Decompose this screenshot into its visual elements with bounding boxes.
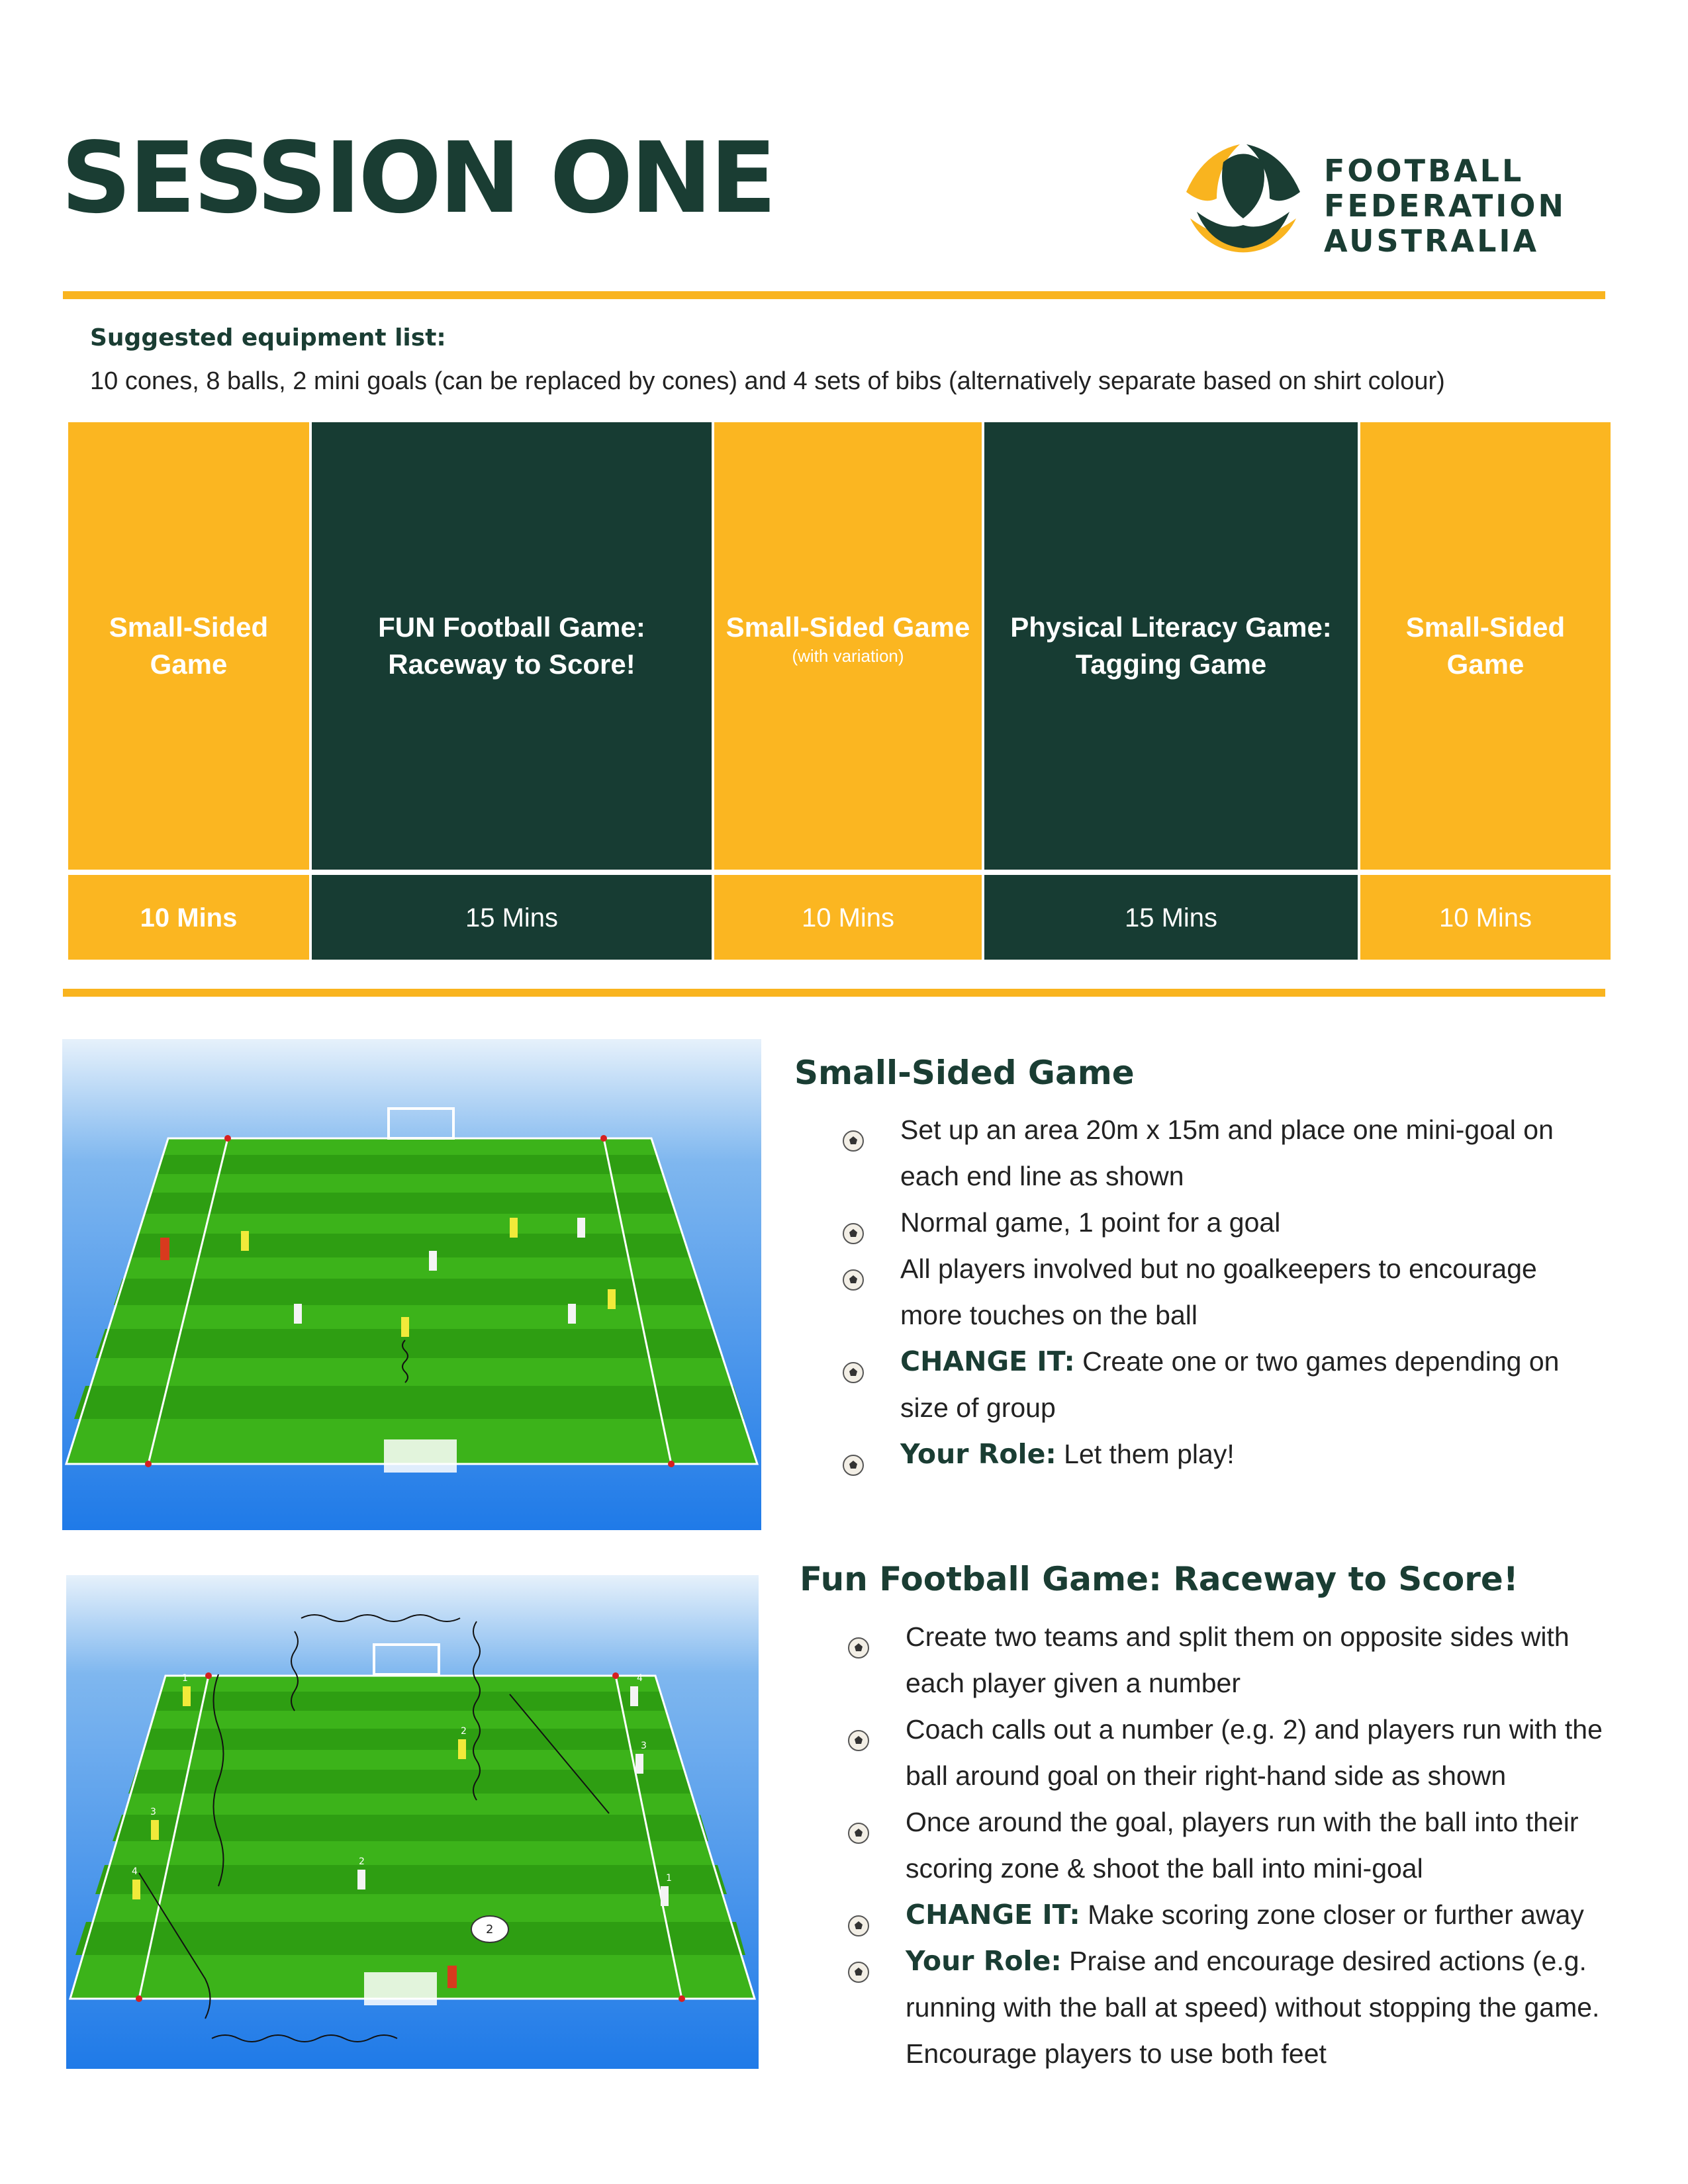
- block-title: Game: [1446, 649, 1524, 680]
- list-item: Normal game, 1 point for a goal: [842, 1199, 1603, 1246]
- mini-goal-icon: [384, 1439, 457, 1473]
- list-item: CHANGE IT: Make scoring zone closer or f…: [847, 1891, 1615, 1938]
- schedule-block: Small-Sided Game 10 Mins: [68, 422, 309, 960]
- player-number: 4: [132, 1866, 138, 1877]
- session-schedule: Small-Sided Game 10 Mins FUN Football Ga…: [68, 422, 1611, 960]
- list-item: Set up an area 20m x 15m and place one m…: [842, 1107, 1603, 1199]
- list-item: CHANGE IT: Create one or two games depen…: [842, 1338, 1603, 1431]
- block-duration: 10 Mins: [801, 903, 895, 933]
- block-duration: 15 Mins: [465, 903, 559, 933]
- list-item: Create two teams and split them on oppos…: [847, 1614, 1615, 1706]
- middle-divider: [63, 989, 1605, 997]
- list-item: Your Role: Praise and encourage desired …: [847, 1938, 1615, 2077]
- speech-bubble-icon: [471, 1915, 509, 1943]
- block-title: Small-Sided: [1405, 612, 1566, 643]
- top-divider: [63, 291, 1605, 299]
- block-title: Physical Literacy Game:: [1010, 612, 1332, 643]
- block-title: Tagging Game: [1075, 649, 1267, 680]
- player-number: 2: [359, 1856, 365, 1867]
- player-number: 3: [150, 1807, 156, 1817]
- raceway-game-diagram: 1 3 4 4 3 1 2 2 2: [66, 1575, 759, 2069]
- football-icon: [842, 1351, 865, 1383]
- mini-goal-icon: [364, 1972, 437, 2005]
- player-number: 1: [182, 1673, 188, 1684]
- football-icon: [842, 1444, 865, 1476]
- ffa-logo: FOOTBALL FEDERATION AUSTRALIA: [1177, 139, 1568, 265]
- mini-goal-icon: [387, 1107, 455, 1140]
- block-duration: 10 Mins: [1438, 903, 1532, 933]
- player-number: 4: [637, 1673, 643, 1684]
- small-sided-game-diagram: [62, 1039, 761, 1530]
- list-item: All players involved but no goalkeepers …: [842, 1246, 1603, 1338]
- equipment-text: 10 cones, 8 balls, 2 mini goals (can be …: [90, 367, 1445, 395]
- section-title: Small-Sided Game: [794, 1054, 1135, 1092]
- equipment-heading: Suggested equipment list:: [90, 324, 446, 351]
- coach-call-number: 2: [486, 1923, 493, 1936]
- schedule-row-divider: [68, 870, 1611, 875]
- players-icon: [132, 1686, 466, 1899]
- section-bullets: Create two teams and split them on oppos…: [847, 1614, 1615, 2077]
- football-icon: [842, 1259, 865, 1291]
- block-title: FUN Football Game:: [378, 612, 645, 643]
- list-item: Coach calls out a number (e.g. 2) and pl…: [847, 1706, 1615, 1799]
- player-number: 3: [641, 1741, 647, 1751]
- section-title: Fun Football Game: Raceway to Score!: [800, 1560, 1519, 1598]
- schedule-block: Physical Literacy Game: Tagging Game 15 …: [984, 422, 1358, 960]
- block-duration: 10 Mins: [140, 903, 238, 933]
- football-icon: [847, 1812, 870, 1844]
- players-icon: [160, 1218, 616, 1337]
- schedule-block: Small-Sided Game 10 Mins: [1360, 422, 1611, 960]
- football-icon: [847, 1719, 870, 1751]
- logo-line-1: FOOTBALL: [1324, 153, 1524, 189]
- block-subtitle: (with variation): [792, 646, 904, 666]
- list-item: Once around the goal, players run with t…: [847, 1799, 1615, 1891]
- football-icon: [847, 1951, 870, 1983]
- schedule-block: FUN Football Game: Raceway to Score! 15 …: [312, 422, 712, 960]
- logo-line-2: FEDERATION: [1324, 188, 1566, 224]
- list-item: Your Role: Let them play!: [842, 1431, 1603, 1477]
- football-icon: [842, 1212, 865, 1244]
- block-title: Small-Sided: [109, 612, 269, 643]
- block-title: Raceway to Score!: [388, 649, 635, 680]
- page-title: SESSION ONE: [61, 121, 776, 235]
- player-number: 1: [666, 1873, 672, 1884]
- player-number: 2: [461, 1726, 467, 1737]
- mini-goal-icon: [373, 1643, 440, 1676]
- football-icon: [847, 1905, 870, 1936]
- block-duration: 15 Mins: [1124, 903, 1218, 933]
- block-title: Small-Sided Game: [726, 612, 970, 643]
- logo-line-3: AUSTRALIA: [1324, 223, 1540, 259]
- block-title: Game: [150, 649, 228, 680]
- ffa-emblem-icon: [1185, 144, 1301, 260]
- schedule-block: Small-Sided Game (with variation) 10 Min…: [714, 422, 982, 960]
- football-icon: [842, 1120, 865, 1152]
- football-icon: [847, 1627, 870, 1659]
- section-bullets: Set up an area 20m x 15m and place one m…: [842, 1107, 1603, 1477]
